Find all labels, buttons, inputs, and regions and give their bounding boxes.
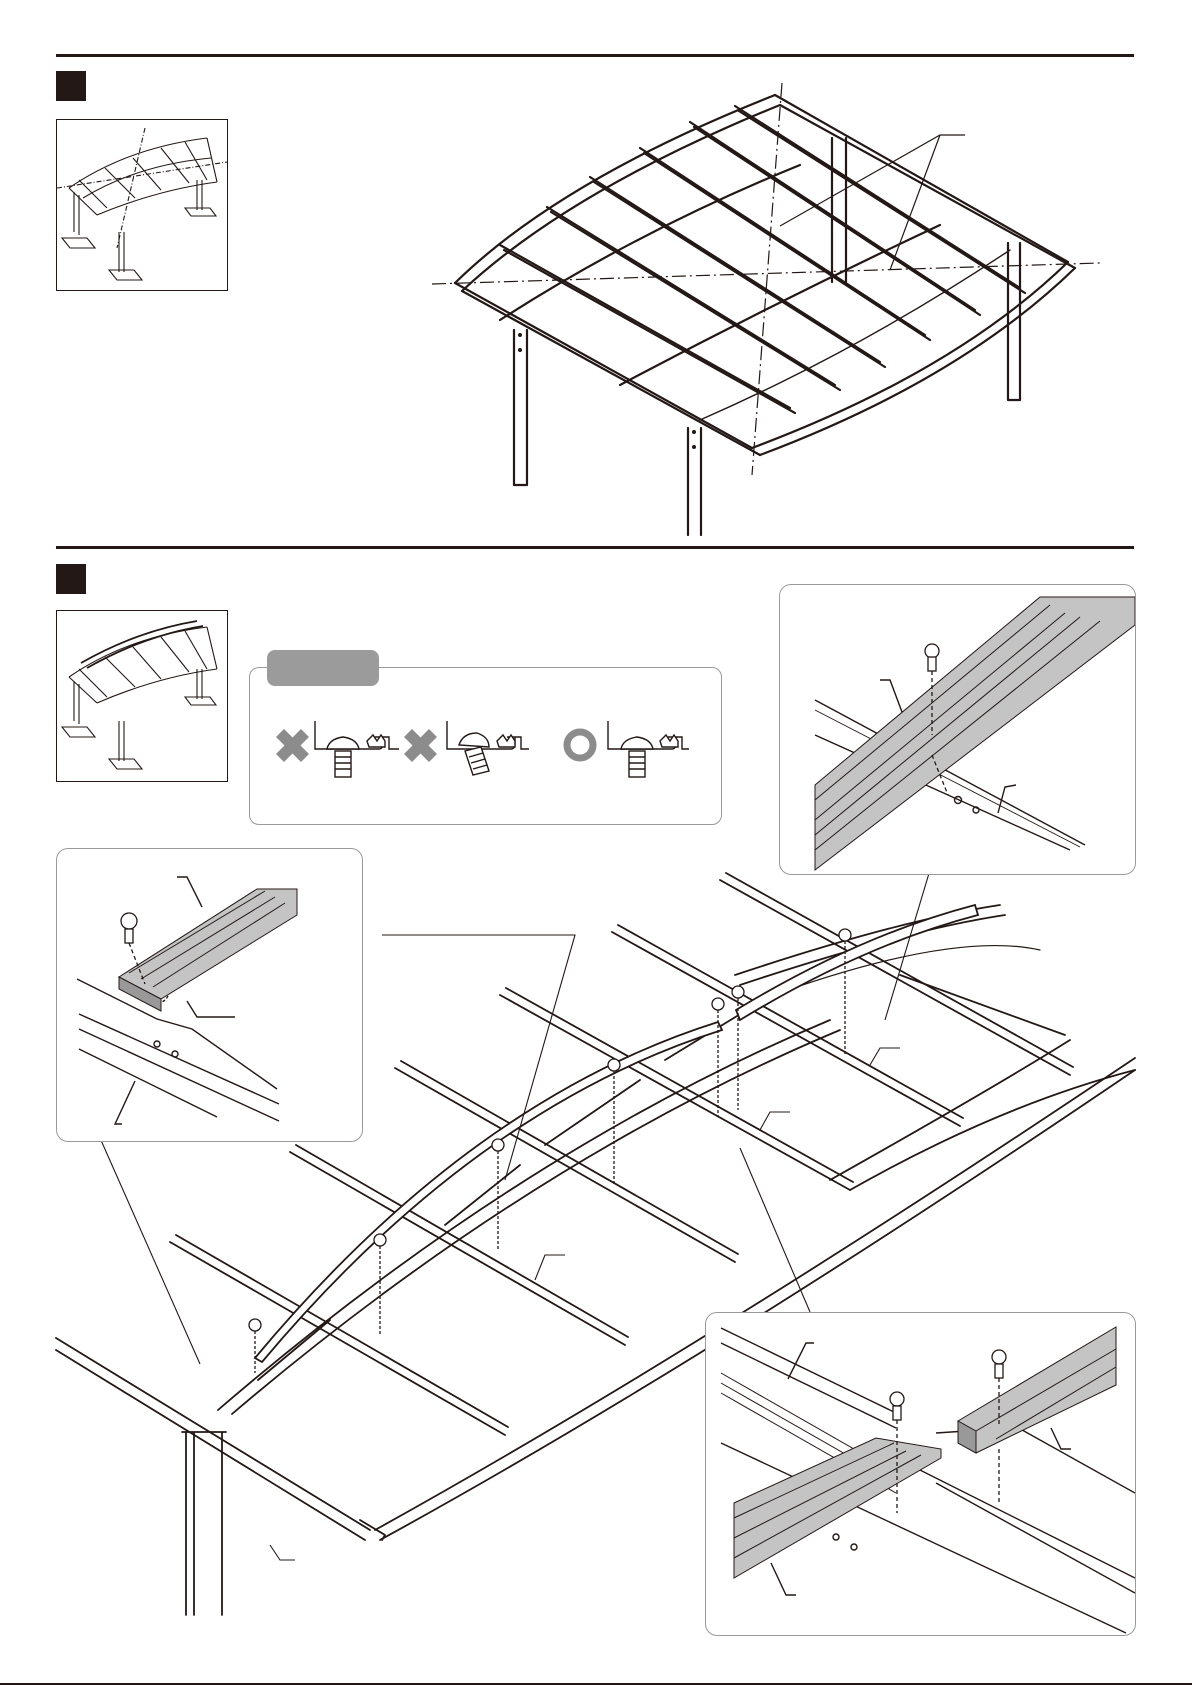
roof-rail <box>815 597 1135 870</box>
section-divider-middle <box>56 546 1134 549</box>
section-divider-top <box>56 54 1134 57</box>
roof-rail <box>255 905 978 1362</box>
step-b-marker <box>56 564 86 594</box>
notice-examples <box>249 667 720 823</box>
circle-mark-icon <box>567 732 593 758</box>
roof-rail <box>119 889 297 1011</box>
step-b-thumbnail <box>56 610 228 782</box>
screw-icon <box>447 721 529 775</box>
step-a-thumbnail <box>56 119 228 291</box>
detail-callout-rail-joint <box>705 1312 1136 1636</box>
cross-mark-icon <box>404 729 437 762</box>
step-a-marker <box>56 71 86 101</box>
carport-overview-icon <box>57 120 227 290</box>
carport-overview-rails-icon <box>57 611 227 781</box>
detail-callout-rail-screw <box>779 584 1136 875</box>
cross-mark-icon <box>276 729 309 762</box>
screw-icon <box>315 721 399 777</box>
screw-icon <box>608 721 689 777</box>
detail-callout-rail-end <box>56 848 363 1142</box>
